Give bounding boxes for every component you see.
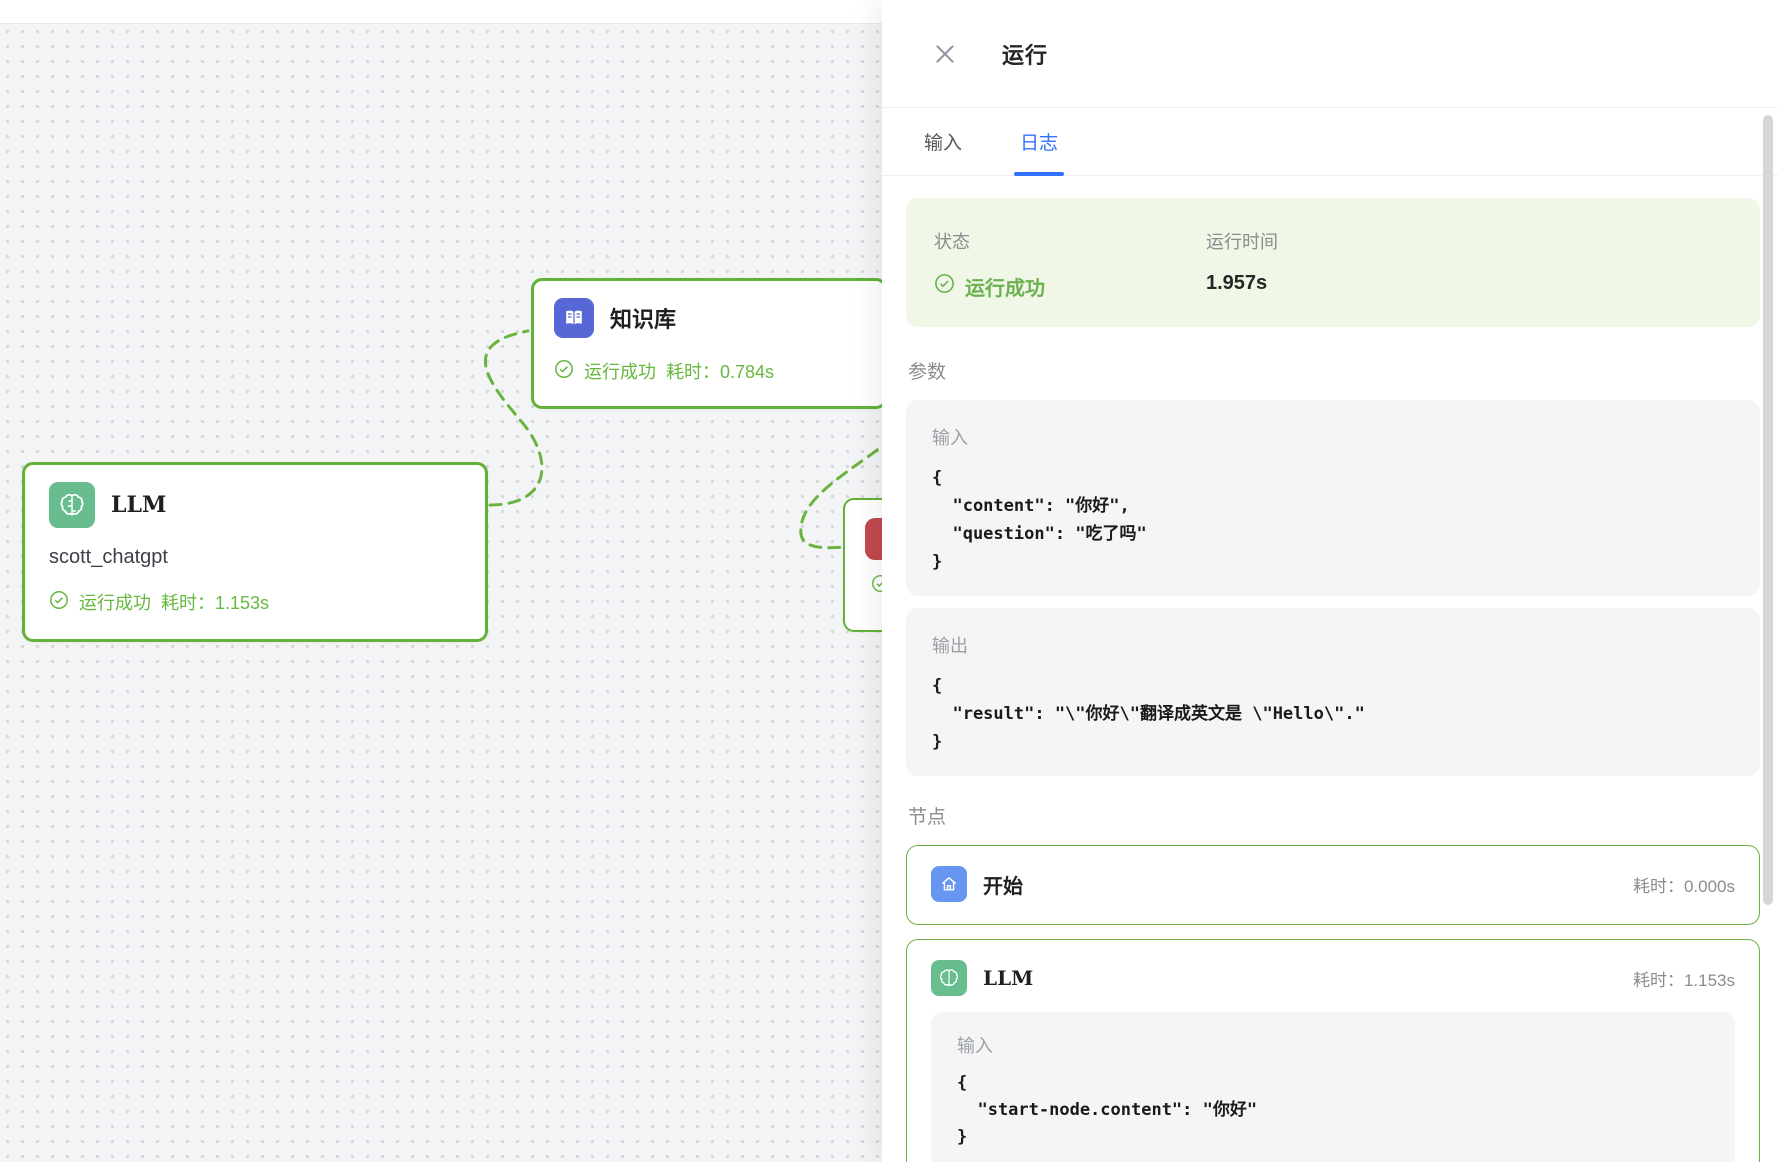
log-card-title: LLM [983, 966, 1034, 990]
panel-header: 运行 [882, 0, 1778, 108]
nodes-heading: 节点 [908, 807, 947, 828]
panel-title: 运行 [1002, 42, 1049, 68]
close-icon[interactable] [932, 41, 958, 67]
code-line: "start-node.content": "你好" [957, 1100, 1258, 1120]
log-card-llm[interactable]: LLM 耗时：1.153s 输入 { "start-node.content":… [906, 939, 1760, 1162]
tab-log[interactable]: 日志 [1020, 108, 1058, 175]
runtime-value: 1.957s [1206, 272, 1268, 294]
code-line: { [932, 676, 943, 696]
output-label: 输出 [932, 636, 968, 656]
panel-body: 状态 运行时间 运行成功 1.957s 参数 输入 { "content": "… [882, 176, 1778, 1162]
params-output-box: 输出 { "result": "\"你好\"翻译成英文是 \"Hello\"."… [906, 608, 1760, 776]
node-knowledge-base[interactable]: 知识库 运行成功 耗时：0.784s [531, 278, 887, 409]
status-label: 状态 [934, 232, 970, 252]
code-line: "result": "\"你好\"翻译成英文是 \"Hello\"." [932, 704, 1365, 724]
home-icon [931, 866, 967, 902]
node-status-row: 运行成功 耗时：1.153s [49, 589, 461, 615]
params-input-box: 输入 { "content": "你好", "question": "吃了吗" … [906, 400, 1760, 596]
input-label: 输入 [932, 428, 968, 448]
runtime-label: 运行时间 [1206, 232, 1278, 252]
node-subtitle: scott_chatgpt [49, 546, 168, 568]
node-llm[interactable]: LLM scott_chatgpt 运行成功 耗时：1.153s [22, 462, 488, 642]
node-time-text: 耗时：0.784s [666, 362, 775, 382]
log-card-start[interactable]: 开始 耗时：0.000s [906, 845, 1760, 925]
check-circle-icon [554, 359, 574, 384]
check-circle-icon [934, 273, 955, 300]
tab-bar: 输入 日志 [882, 108, 1778, 176]
tab-input[interactable]: 输入 [924, 133, 963, 154]
code-line: { [932, 468, 943, 488]
edge-to-hidden-node [799, 436, 894, 550]
params-heading: 参数 [908, 362, 947, 383]
log-card-title: 开始 [983, 875, 1023, 898]
code-line: "question": "吃了吗" [932, 524, 1147, 544]
node-status-text: 运行成功 [79, 593, 151, 613]
node-status-text: 运行成功 [584, 362, 656, 382]
run-log-panel: 运行 输入 日志 状态 运行时间 运行成功 1.957s 参数 输入 { "co… [882, 0, 1778, 1162]
panel-scrollbar[interactable] [1763, 115, 1773, 905]
book-icon [554, 298, 594, 338]
status-card: 状态 运行时间 运行成功 1.957s [906, 198, 1760, 327]
brain-icon [49, 482, 95, 528]
brain-icon [931, 960, 967, 996]
node-title: LLM [111, 492, 167, 518]
node-time-text: 耗时：1.153s [161, 593, 270, 613]
node-title: 知识库 [610, 307, 677, 332]
code-line: { [957, 1073, 968, 1093]
check-circle-icon [49, 590, 69, 615]
code-line: } [932, 552, 943, 572]
input-label: 输入 [957, 1036, 993, 1056]
code-line: "content": "你好", [932, 496, 1130, 516]
log-card-time: 耗时：1.153s [1632, 970, 1735, 990]
node-status-row: 运行成功 耗时：0.784s [554, 358, 864, 384]
code-line: } [957, 1127, 968, 1147]
log-card-time: 耗时：0.000s [1632, 876, 1735, 896]
llm-input-box: 输入 { "start-node.content": "你好" } [931, 1012, 1735, 1162]
edge-llm-to-knowledge [483, 329, 544, 507]
status-value: 运行成功 [934, 272, 1206, 301]
code-line: } [932, 732, 943, 752]
